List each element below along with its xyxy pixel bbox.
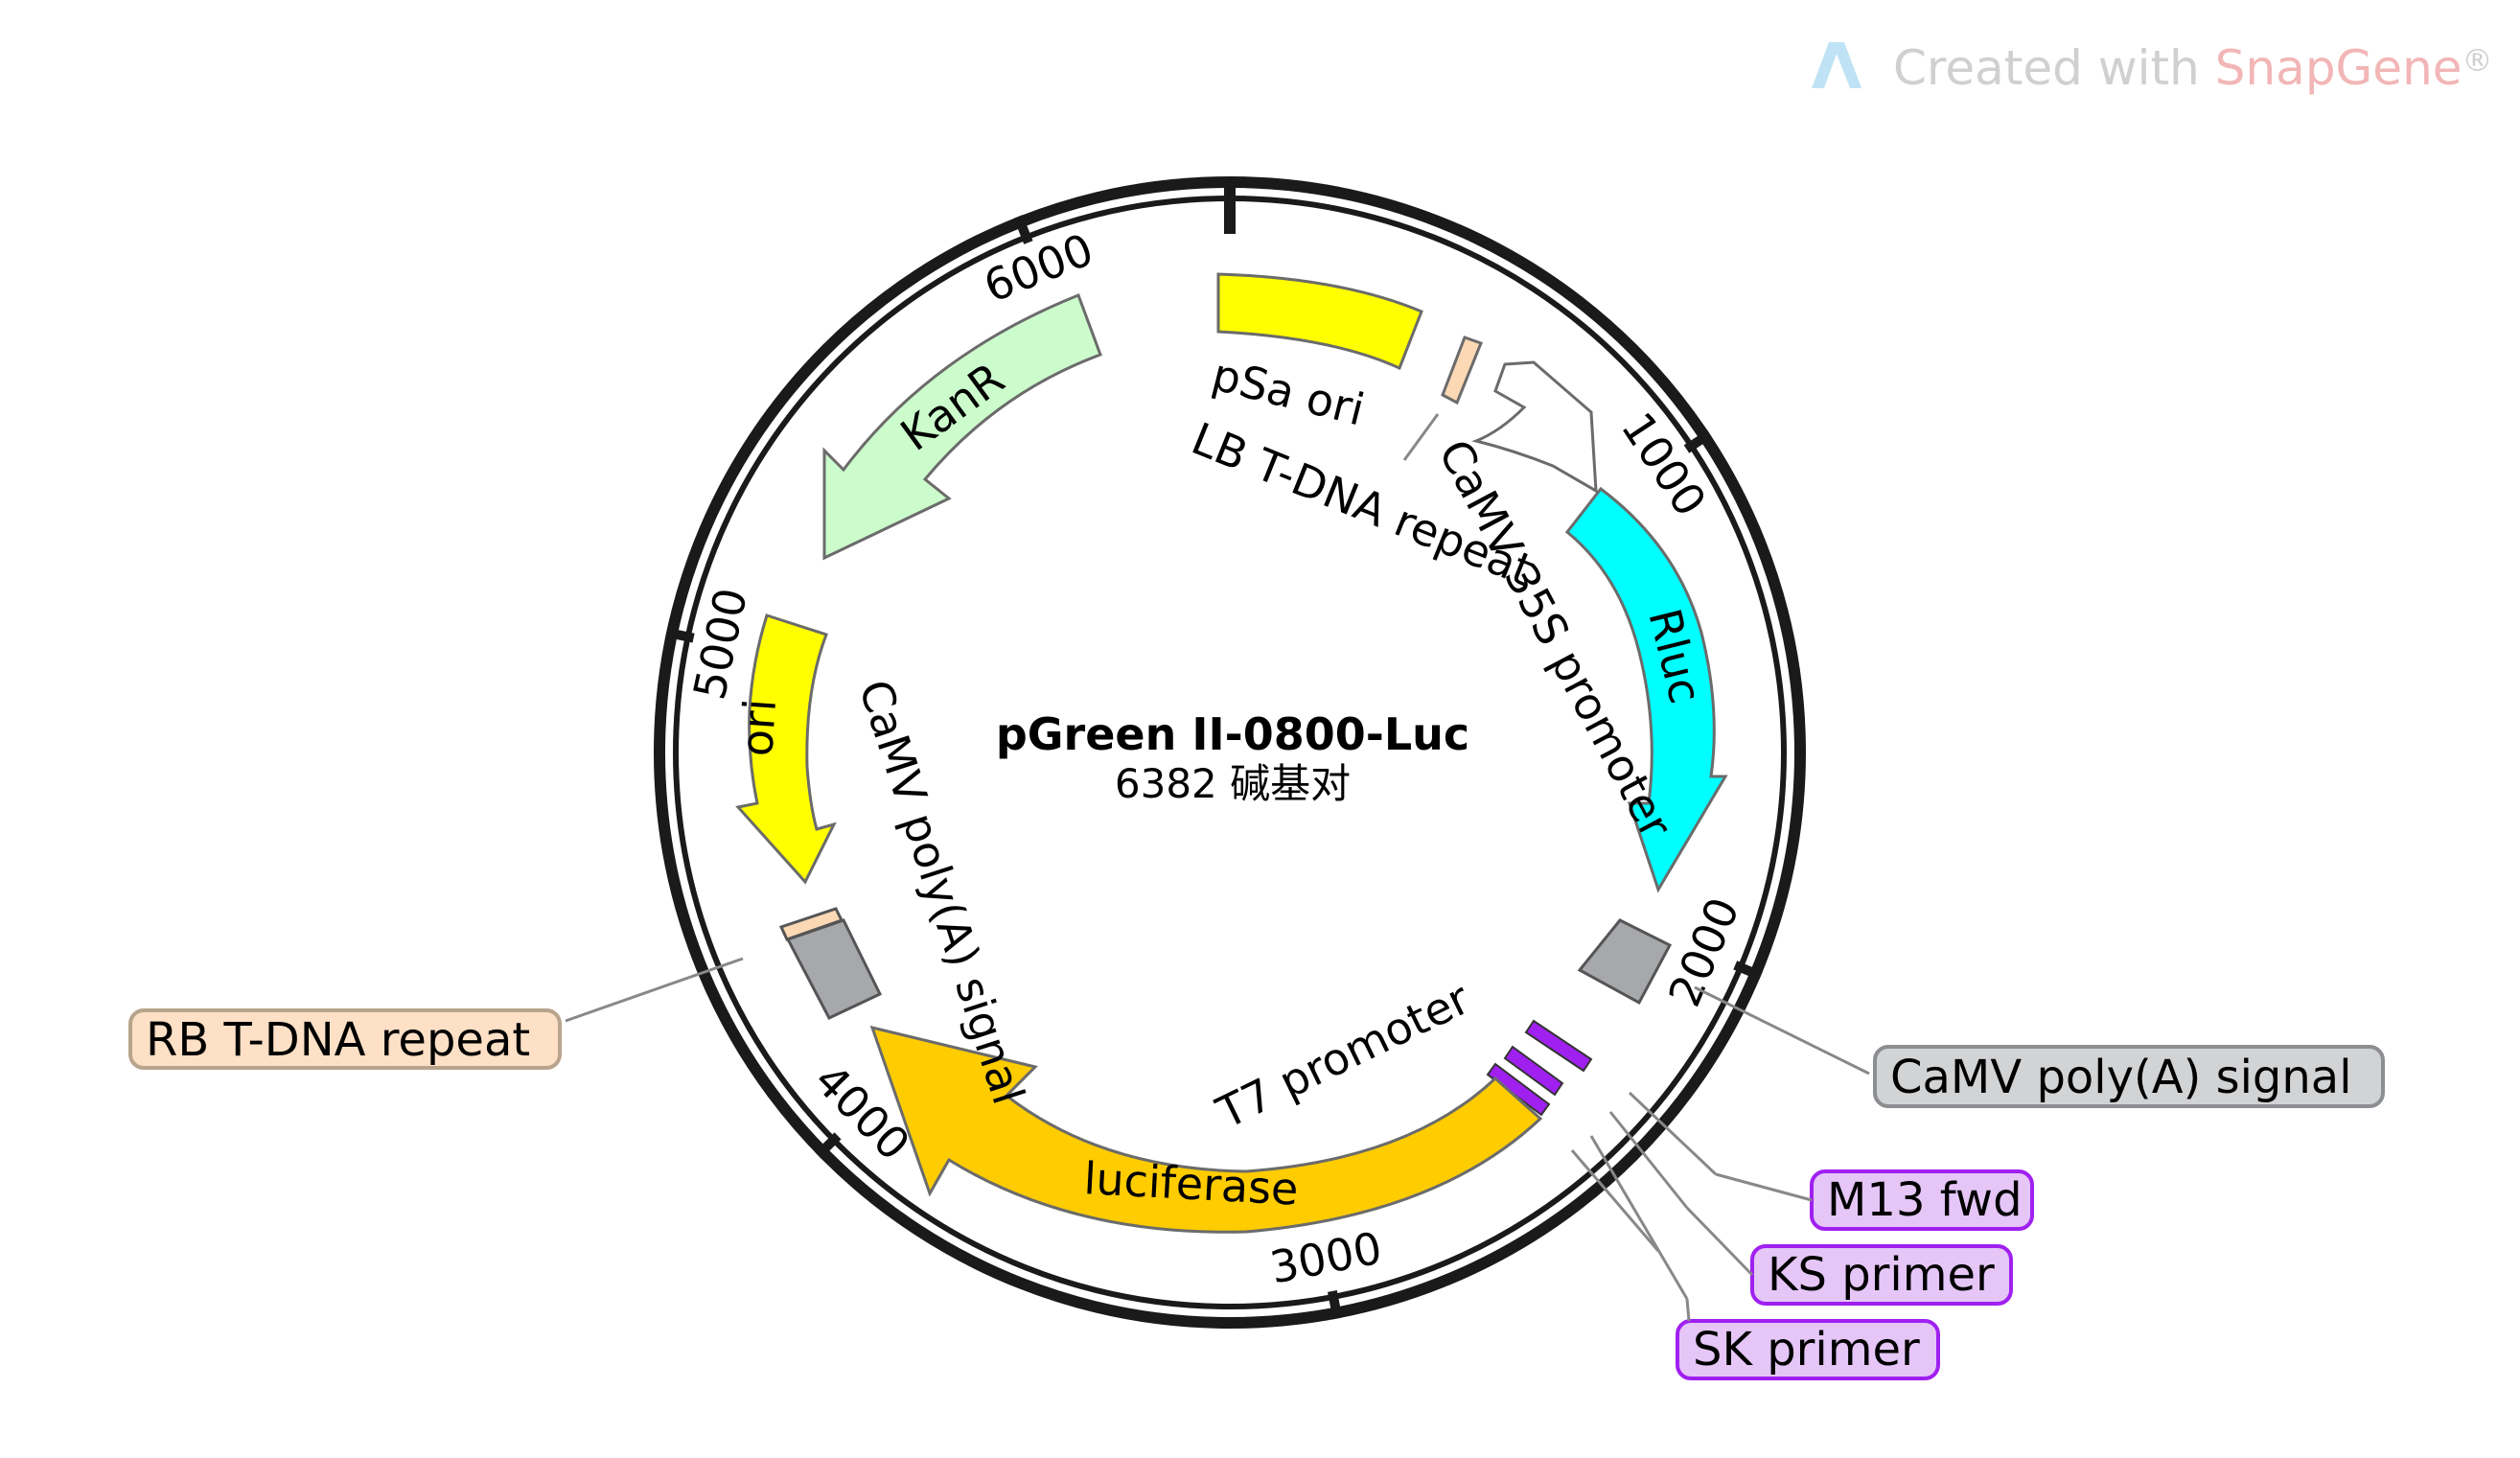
callout-rb-tdna-text: RB T-DNA repeat (146, 1013, 530, 1067)
ks-callout-leader (1685, 1206, 1754, 1277)
tick-label-2000: 2000 (1658, 891, 1749, 1014)
t7-leader (1570, 1149, 1660, 1252)
feature-m13-primer-bar[interactable] (1524, 1019, 1593, 1073)
feature-kanr[interactable] (822, 293, 1102, 561)
callout-camv-polya[interactable]: CaMV poly(A) signal (1873, 1045, 2385, 1108)
feature-luciferase[interactable] (869, 1025, 1543, 1234)
callout-m13-fwd-text: M13 fwd (1827, 1173, 2023, 1227)
camv-polya-right-leader (1694, 985, 1870, 1076)
feature-ks-primer-bar[interactable] (1503, 1045, 1564, 1097)
label-luciferase: luciferase (1082, 1152, 1299, 1215)
lb-tdna-leader (1402, 413, 1440, 461)
tick-mark-1000 (1683, 429, 1713, 453)
feature-sk-primer-bar[interactable] (1486, 1062, 1551, 1117)
rb-tdna-leader (565, 957, 744, 1023)
callout-sk-primer-text: SK primer (1693, 1323, 1920, 1377)
plasmid-length: 6382 碱基对 (1115, 760, 1351, 807)
ks-leader (1608, 1111, 1689, 1209)
feature-ori[interactable] (735, 613, 837, 885)
watermark-brand: SnapGene (2215, 40, 2462, 96)
feature-lb-tdna-repeat[interactable] (1441, 336, 1483, 405)
tick-label-3000: 3000 (1266, 1222, 1386, 1294)
feature-camv-polya-right[interactable] (1577, 918, 1673, 1006)
watermark-suffix: ® (2462, 42, 2493, 79)
label-ori: ori (730, 697, 786, 757)
feature-rb-tdna-repeat[interactable] (778, 907, 844, 941)
sk-callout-leader (1685, 1298, 1691, 1322)
tick-mark-3000 (1328, 1289, 1343, 1320)
callout-sk-primer[interactable]: SK primer (1676, 1319, 1940, 1380)
callout-camv-polya-text: CaMV poly(A) signal (1890, 1051, 2352, 1104)
label-t7-promoter: T7 promoter (1208, 972, 1477, 1139)
callout-ks-primer-text: KS primer (1768, 1248, 1995, 1302)
feature-camv-35s-promoter[interactable] (1471, 360, 1598, 494)
tick-mark-2000 (1733, 960, 1763, 981)
svg-text:Created with SnapGene®: Created with SnapGene® (1893, 40, 2493, 96)
tick-mark-4000 (814, 1132, 842, 1159)
snapgene-logo-icon (1812, 42, 1861, 88)
tick-mark-5000 (665, 627, 695, 643)
snapgene-watermark: Created with SnapGene® (1812, 40, 2493, 96)
m13-leader (1628, 1091, 1718, 1176)
watermark-prefix: Created with (1893, 40, 2215, 96)
callout-rb-tdna-repeat[interactable]: RB T-DNA repeat (128, 1008, 562, 1070)
tick-mark-6000 (1013, 215, 1033, 244)
callout-m13-fwd[interactable]: M13 fwd (1810, 1169, 2034, 1231)
feature-psa-ori[interactable] (1216, 272, 1423, 371)
m13-callout-leader (1715, 1172, 1813, 1202)
plasmid-name: pGreen II-0800-Luc (996, 708, 1469, 760)
feature-rluc[interactable] (1564, 486, 1728, 893)
sk-leader (1589, 1135, 1689, 1300)
callout-ks-primer[interactable]: KS primer (1750, 1244, 2013, 1306)
